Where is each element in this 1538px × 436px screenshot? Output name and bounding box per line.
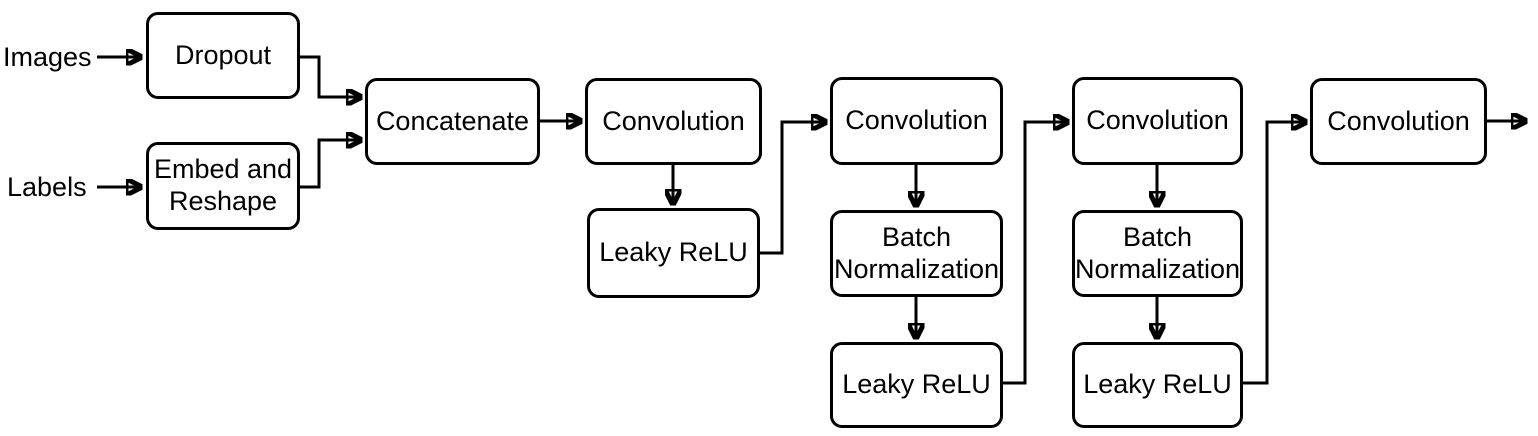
node-embed-and-reshape: Embed and Reshape xyxy=(146,142,300,230)
node-leaky-relu-2: Leaky ReLU xyxy=(830,342,1003,428)
node-leaky-relu-1-label: Leaky ReLU xyxy=(599,237,748,268)
edge-leakyrelu3-to-conv4 xyxy=(1243,122,1305,385)
node-leaky-relu-3: Leaky ReLU xyxy=(1072,342,1243,428)
node-convolution-3-label: Convolution xyxy=(1086,105,1229,136)
node-convolution-3: Convolution xyxy=(1072,77,1243,165)
edge-leakyrelu2-to-conv3 xyxy=(1003,122,1067,385)
node-concatenate-label: Concatenate xyxy=(375,105,530,136)
node-convolution-2: Convolution xyxy=(830,77,1003,165)
node-convolution-4: Convolution xyxy=(1310,78,1487,165)
node-dropout: Dropout xyxy=(146,12,300,99)
edge-embed-to-concatenate xyxy=(299,140,360,189)
node-convolution-1: Convolution xyxy=(585,78,762,165)
node-leaky-relu-1: Leaky ReLU xyxy=(587,208,760,298)
node-batch-normalization-1: Batch Normalization xyxy=(830,210,1003,297)
input-label-images: Images xyxy=(3,42,92,72)
node-batch-normalization-2-label: Batch Normalization xyxy=(1074,221,1241,284)
node-leaky-relu-2-label: Leaky ReLU xyxy=(842,369,991,400)
node-batch-normalization-2: Batch Normalization xyxy=(1072,210,1243,297)
edge-leakyrelu1-to-conv2 xyxy=(760,122,825,255)
input-label-labels: Labels xyxy=(7,172,87,202)
node-concatenate: Concatenate xyxy=(365,78,540,165)
node-leaky-relu-3-label: Leaky ReLU xyxy=(1083,369,1232,400)
node-batch-normalization-1-label: Batch Normalization xyxy=(833,221,1000,284)
node-dropout-label: Dropout xyxy=(174,39,272,70)
node-convolution-2-label: Convolution xyxy=(845,105,988,136)
edge-dropout-to-concatenate xyxy=(299,55,360,97)
node-embed-and-reshape-label: Embed and Reshape xyxy=(153,154,293,216)
node-convolution-1-label: Convolution xyxy=(602,105,745,136)
node-convolution-4-label: Convolution xyxy=(1327,105,1470,136)
